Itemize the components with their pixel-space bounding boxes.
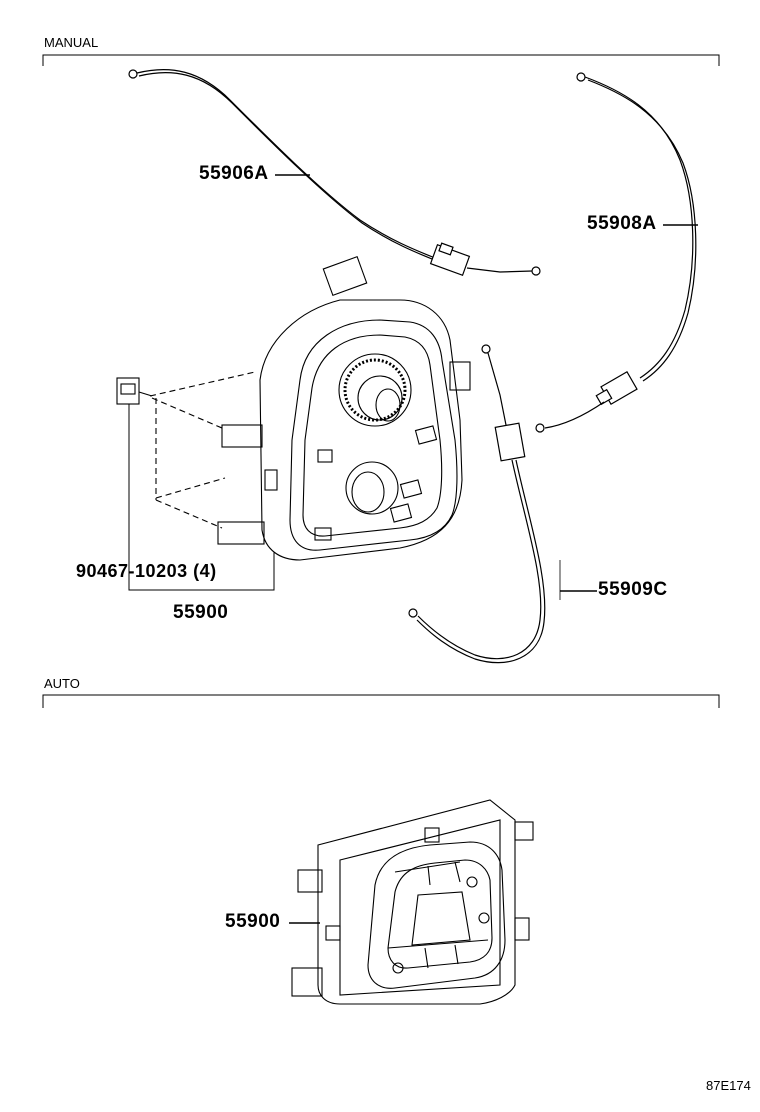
part-number-55909c: 55909C <box>598 579 668 600</box>
cable-55908a <box>535 72 698 433</box>
manual-section-bracket <box>42 54 720 66</box>
part-number-auto-55900: 55900 <box>225 911 281 932</box>
manual-control-assembly <box>217 255 471 561</box>
auto-section-label: AUTO <box>44 676 80 691</box>
auto-section-bracket <box>42 694 720 708</box>
part-number-manual-55900: 55900 <box>173 602 229 623</box>
cable-55906a <box>128 68 541 276</box>
clip-90467 <box>116 371 275 591</box>
cable-55909c <box>408 344 597 664</box>
part-number-55908a: 55908A <box>587 213 657 234</box>
illustration-code: 87E174 <box>706 1078 751 1093</box>
auto-control-assembly <box>289 799 534 1005</box>
manual-section-label: MANUAL <box>44 35 99 50</box>
part-number-90467: 90467-10203 (4) <box>76 561 217 581</box>
part-number-55906a: 55906A <box>199 163 269 184</box>
